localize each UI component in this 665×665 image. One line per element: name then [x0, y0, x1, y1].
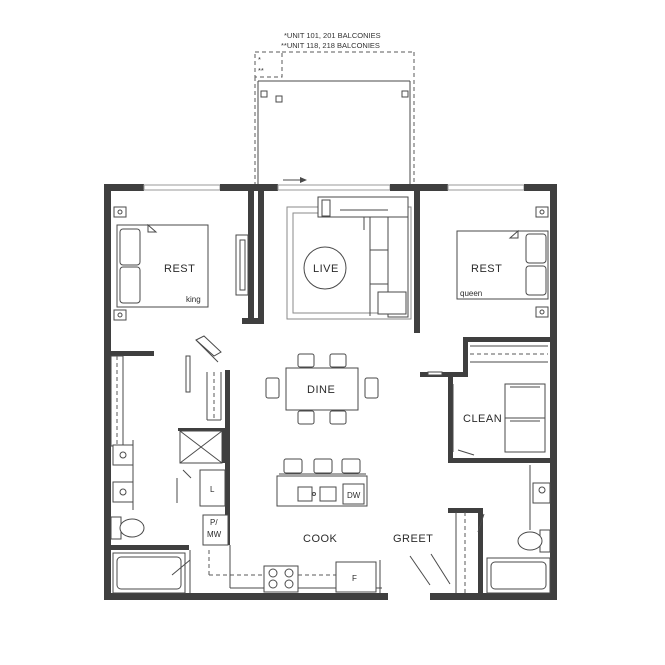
dining-table	[285, 367, 359, 411]
left-bedroom	[113, 206, 249, 321]
room-label-dine: DINE	[307, 384, 335, 396]
pmw-label-bottom: MW	[207, 530, 222, 539]
refrigerator	[335, 561, 377, 593]
coffee-table	[303, 246, 347, 290]
room-label-clean: CLEAN	[463, 413, 502, 425]
range	[263, 565, 299, 593]
balcony-note-1: *UNIT 101, 201 BALCONIES	[284, 31, 381, 40]
balcony-mark-2: **	[258, 66, 264, 75]
pmw-label-top: P/	[210, 518, 218, 527]
interior-walls	[111, 191, 550, 593]
laundry-label: L	[210, 485, 215, 494]
balcony-note-2: **UNIT 118, 218 BALCONIES	[281, 41, 380, 50]
room-label-rest-right: REST	[471, 263, 502, 275]
kitchen	[202, 458, 382, 593]
bed-size-king: king	[186, 295, 201, 304]
balcony-mark-1: *	[258, 55, 261, 64]
left-bath	[110, 355, 191, 594]
dining-area	[265, 353, 379, 425]
bed-size-queen: queen	[460, 289, 482, 298]
living-area	[286, 196, 412, 320]
exterior-walls	[104, 184, 557, 600]
right-closet	[427, 345, 548, 376]
left-closet	[176, 335, 227, 507]
right-bath	[409, 465, 551, 594]
dishwasher-label: DW	[347, 491, 361, 500]
room-label-cook: COOK	[303, 533, 338, 545]
fridge-label: F	[352, 574, 357, 583]
right-bedroom	[456, 206, 549, 318]
room-label-live: LIVE	[313, 263, 339, 275]
balcony: * **	[254, 51, 415, 186]
clean-room	[452, 383, 546, 456]
room-label-rest-left: REST	[164, 263, 195, 275]
room-label-greet: GREET	[393, 533, 433, 545]
